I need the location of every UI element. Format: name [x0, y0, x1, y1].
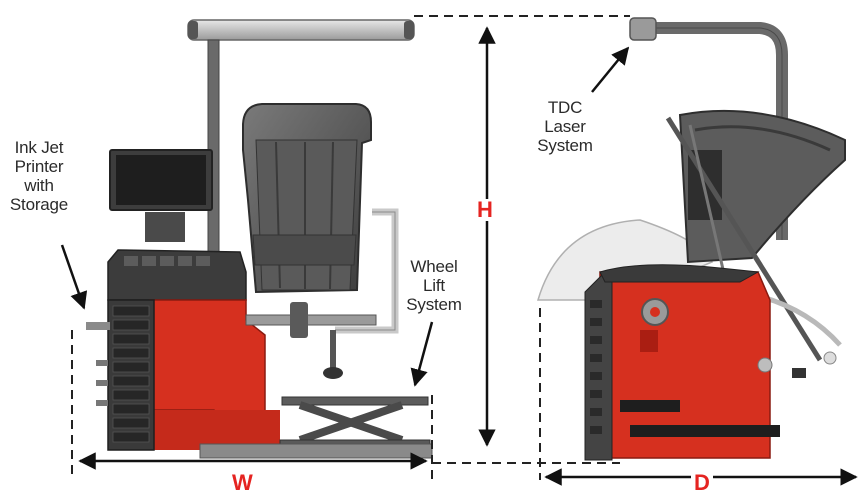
- printer-tray: [86, 322, 110, 330]
- lamp-bar: [187, 19, 415, 41]
- scissor-lift: [279, 396, 431, 451]
- balancer-shaft: [245, 314, 377, 326]
- height-label: H: [474, 199, 496, 221]
- printer-callout-arrow: [60, 244, 88, 310]
- side-view-machine: [536, 17, 846, 461]
- printer-callout-label: Ink Jet Printer with Storage: [9, 138, 69, 214]
- depth-label: D: [691, 472, 713, 494]
- machine-base: [199, 443, 433, 459]
- laser-callout-arrow: [591, 46, 630, 93]
- width-label: W: [229, 472, 256, 494]
- lift-callout-label: Wheel Lift System: [406, 257, 462, 314]
- front-view-machine: [86, 19, 433, 459]
- dimension-guides: [71, 15, 630, 480]
- hood-lowered: [678, 109, 846, 264]
- laser-head: [629, 17, 657, 41]
- lift-callout-arrow: [410, 321, 434, 387]
- laser-callout-label: TDC Laser System: [537, 98, 593, 155]
